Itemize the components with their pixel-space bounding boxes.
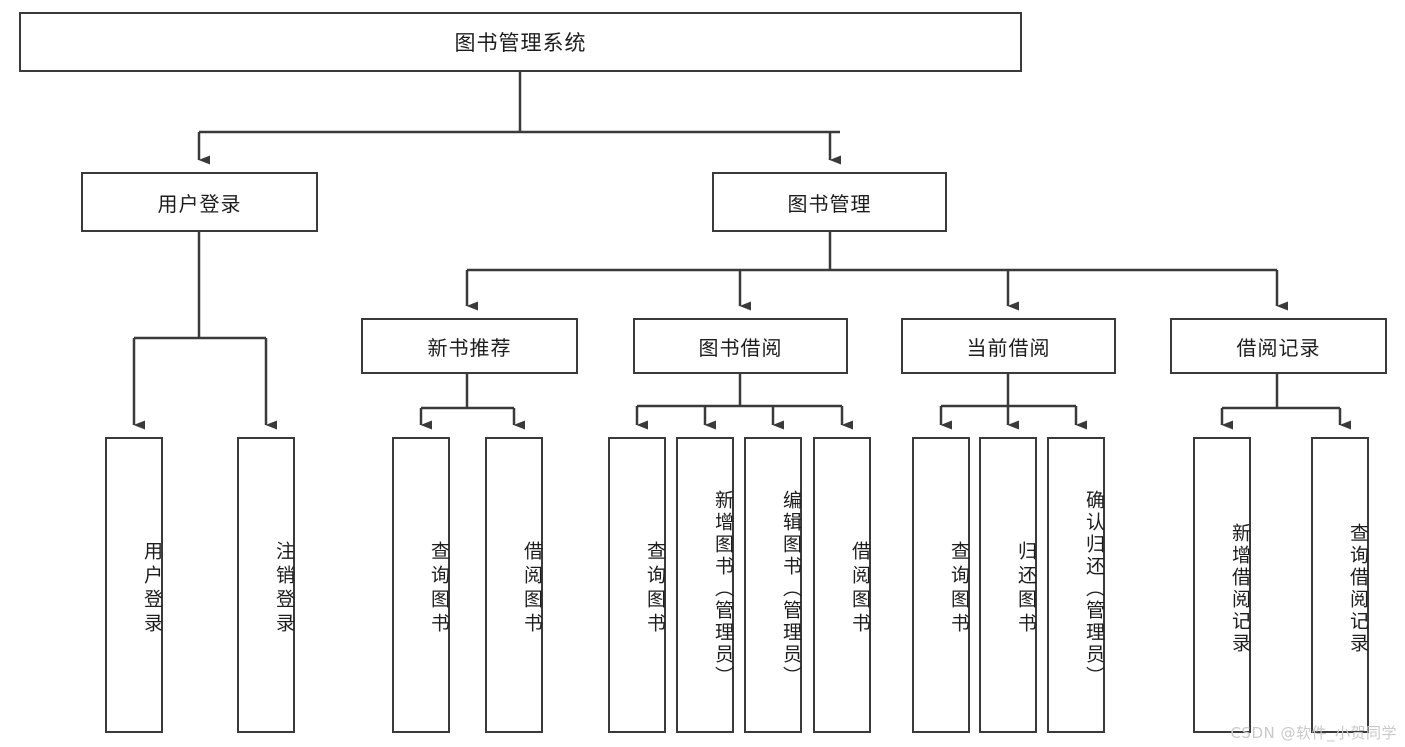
- node-current-borrow[interactable]: 当前借阅: [901, 318, 1116, 374]
- leaf-new-book-query[interactable]: 查询图书: [392, 437, 450, 733]
- node-new-book-recommend[interactable]: 新书推荐: [361, 318, 578, 374]
- leaf-borrow-add-book-admin[interactable]: 新增图书（管理员）: [676, 437, 734, 733]
- node-user-login[interactable]: 用户登录: [81, 172, 318, 232]
- leaf-current-return-book[interactable]: 归还图书: [979, 437, 1037, 733]
- leaf-borrow-borrow-book[interactable]: 借阅图书: [813, 437, 871, 733]
- node-borrow-record[interactable]: 借阅记录: [1170, 318, 1387, 374]
- leaf-borrow-edit-book-admin[interactable]: 编辑图书（管理员）: [744, 437, 802, 733]
- leaf-current-query-book[interactable]: 查询图书: [912, 437, 970, 733]
- leaf-current-confirm-return-admin[interactable]: 确认归还（管理员）: [1047, 437, 1105, 733]
- leaf-new-book-borrow[interactable]: 借阅图书: [485, 437, 543, 733]
- leaf-user-login-signin[interactable]: 用户登录: [105, 437, 163, 733]
- csdn-watermark: CSDN @软件_小贺同学: [1230, 724, 1397, 742]
- leaf-record-query-record[interactable]: 查询借阅记录: [1311, 437, 1369, 733]
- leaf-user-login-signout[interactable]: 注销登录: [237, 437, 295, 733]
- leaf-record-add-record[interactable]: 新增借阅记录: [1193, 437, 1251, 733]
- node-book-management[interactable]: 图书管理: [712, 172, 947, 232]
- node-root-system[interactable]: 图书管理系统: [19, 12, 1022, 72]
- leaf-borrow-query-book[interactable]: 查询图书: [608, 437, 666, 733]
- node-book-borrow[interactable]: 图书借阅: [633, 318, 848, 374]
